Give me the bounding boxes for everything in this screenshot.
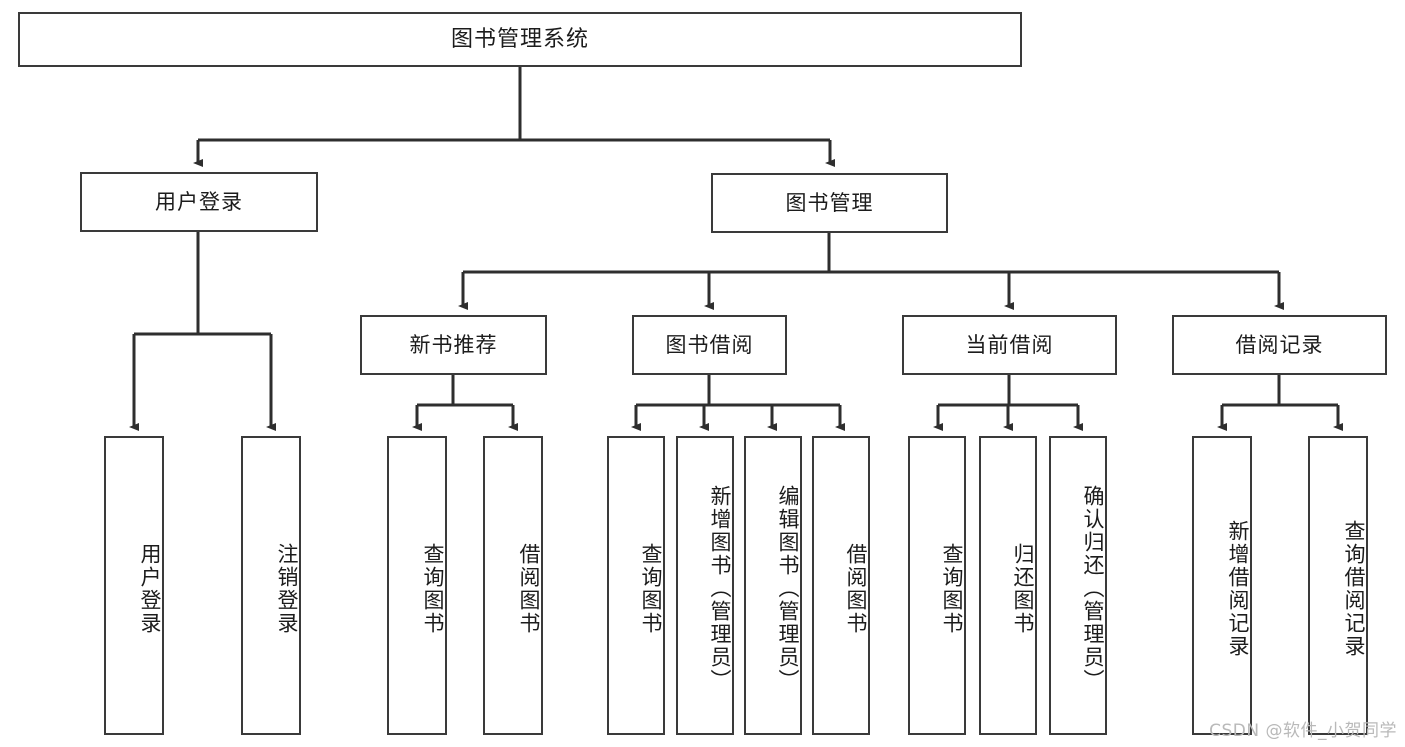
leaf-label: 新增借阅记录 xyxy=(1226,519,1250,658)
leaf-borrow-edit-book-admin[interactable]: 编辑图书（管理员） xyxy=(744,436,802,735)
leaf-record-add-record[interactable]: 新增借阅记录 xyxy=(1192,436,1252,735)
leaf-current-return-book[interactable]: 归还图书 xyxy=(979,436,1037,735)
node-root-system[interactable]: 图书管理系统 xyxy=(18,12,1022,67)
leaf-user-login-logout[interactable]: 注销登录 xyxy=(241,436,301,735)
leaf-user-login-login[interactable]: 用户登录 xyxy=(104,436,164,735)
leaf-label: 确认归还（管理员） xyxy=(1081,485,1105,692)
leaf-label: 查询图书 xyxy=(940,542,964,635)
node-current-borrow[interactable]: 当前借阅 xyxy=(902,315,1117,375)
csdn-watermark: CSDN @软件_小贺同学 xyxy=(1209,721,1397,741)
leaf-current-confirm-return-admin[interactable]: 确认归还（管理员） xyxy=(1049,436,1107,735)
leaf-recommend-borrow-book[interactable]: 借阅图书 xyxy=(483,436,543,735)
node-book-borrow[interactable]: 图书借阅 xyxy=(632,315,787,375)
leaf-borrow-borrow-book[interactable]: 借阅图书 xyxy=(812,436,870,735)
node-borrow-record[interactable]: 借阅记录 xyxy=(1172,315,1387,375)
leaf-label: 查询图书 xyxy=(639,542,663,635)
leaf-record-query-record[interactable]: 查询借阅记录 xyxy=(1308,436,1368,735)
leaf-borrow-add-book-admin[interactable]: 新增图书（管理员） xyxy=(676,436,734,735)
leaf-borrow-query-book[interactable]: 查询图书 xyxy=(607,436,665,735)
leaf-label: 注销登录 xyxy=(275,542,299,635)
leaf-current-query-book[interactable]: 查询图书 xyxy=(908,436,966,735)
leaf-label: 借阅图书 xyxy=(517,542,541,635)
leaf-label: 编辑图书（管理员） xyxy=(776,485,800,692)
node-new-book-recommend[interactable]: 新书推荐 xyxy=(360,315,547,375)
leaf-label: 新增图书（管理员） xyxy=(708,485,732,692)
node-user-login[interactable]: 用户登录 xyxy=(80,172,318,232)
leaf-label: 借阅图书 xyxy=(844,542,868,635)
leaf-label: 查询借阅记录 xyxy=(1342,519,1366,658)
leaf-recommend-query-book[interactable]: 查询图书 xyxy=(387,436,447,735)
leaf-label: 查询图书 xyxy=(421,542,445,635)
node-book-management[interactable]: 图书管理 xyxy=(711,173,948,233)
leaf-label: 用户登录 xyxy=(138,542,162,635)
leaf-label: 归还图书 xyxy=(1011,542,1035,635)
